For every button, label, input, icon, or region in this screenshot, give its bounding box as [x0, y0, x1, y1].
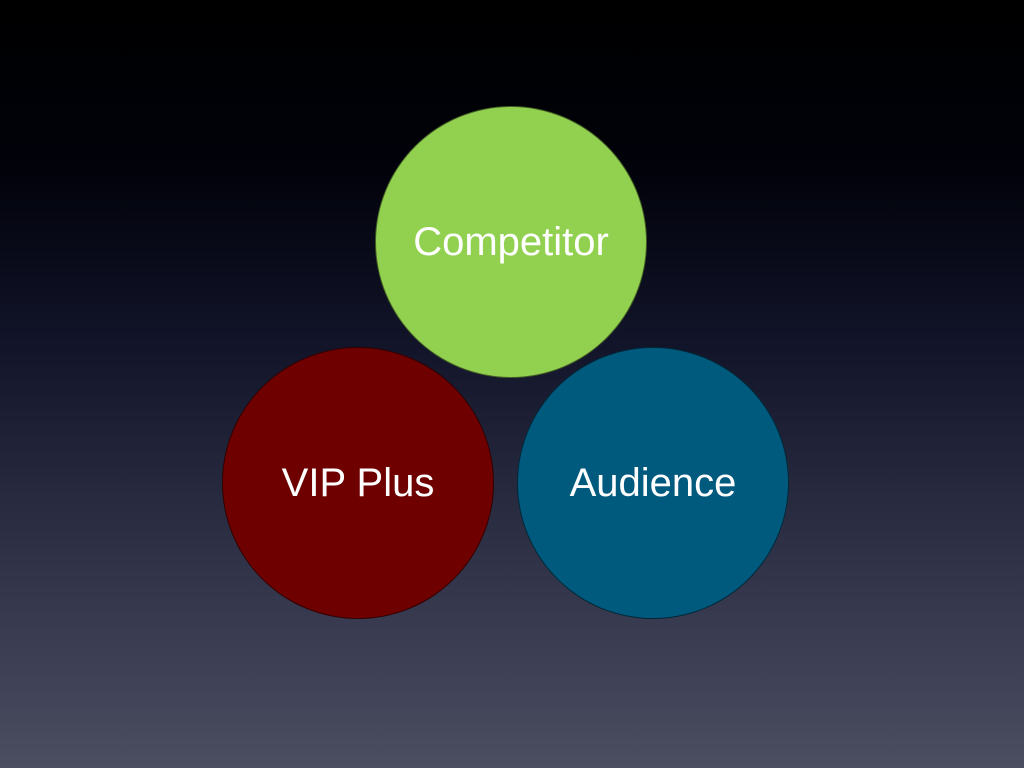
vip-plus-label: VIP Plus	[281, 461, 435, 505]
audience-label: Audience	[569, 461, 737, 505]
vip-plus-circle: VIP Plus	[222, 347, 494, 619]
audience-circle: Audience	[517, 347, 789, 619]
competitor-circle: Competitor	[375, 106, 647, 378]
competitor-label: Competitor	[413, 220, 609, 264]
